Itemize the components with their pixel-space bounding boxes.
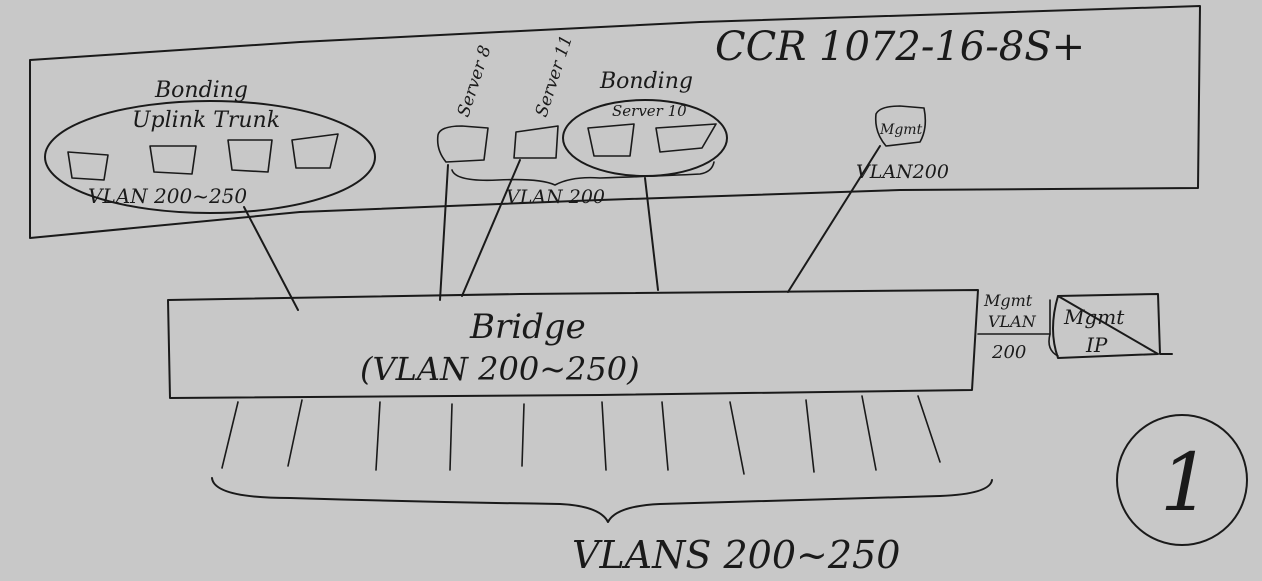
uplink-port-1: [67, 151, 109, 181]
mgmt-ip-box: Mgmt IP: [1052, 293, 1173, 359]
mgmt-vlan-label: VLAN200: [856, 161, 949, 183]
bonding-server-label: Bonding: [599, 69, 693, 94]
mgmt-vlan-iface-line1: Mgmt: [983, 291, 1033, 310]
mgmt-vlan-interface: Mgmt VLAN 200: [977, 291, 1059, 363]
bonding-uplink-label: Bonding: [154, 78, 248, 103]
server-10-port-1: [587, 123, 635, 157]
router-chassis: CCR 1072-16-8S+: [29, 5, 1201, 239]
mgmt-port-label: Mgmt: [879, 122, 923, 138]
mgmt-vlan-iface-line3: 200: [991, 342, 1026, 363]
mgmt-vlan-iface-line2: VLAN: [988, 312, 1037, 331]
page-number: 1: [1160, 436, 1211, 529]
page-number-badge: 1: [1116, 414, 1248, 546]
uplink-port-3: [227, 139, 273, 173]
uplink-port-4: [291, 133, 339, 169]
server-10-port-2: [655, 123, 717, 153]
bonding-uplink-group: Bonding Uplink Trunk VLAN 200~250: [44, 78, 376, 214]
server-11-label: Server 11: [532, 33, 577, 120]
vlan-spokes: [221, 395, 941, 475]
servers-vlan-label: VLAN 200: [506, 186, 605, 208]
bonding-server-10-group: Bonding Server 10: [562, 69, 728, 177]
vlans-brace: [211, 477, 993, 523]
server-11-port: Server 11: [513, 33, 577, 159]
uplink-vlan-label: VLAN 200~250: [88, 184, 247, 208]
bridge-connections: [243, 145, 881, 311]
mgmt-ip-line1: Mgmt: [1063, 305, 1125, 329]
servers-brace: [451, 161, 715, 186]
uplink-port-2: [149, 145, 197, 175]
server-10-label: Server 10: [612, 102, 687, 120]
server-8-label: Server 8: [454, 43, 496, 120]
bridge-box: Bridge (VLAN 200~250): [167, 289, 979, 399]
bridge-label: Bridge: [469, 307, 586, 347]
mgmt-port: Mgmt VLAN200: [856, 105, 949, 183]
mgmt-ip-line2: IP: [1085, 333, 1108, 357]
bridge-vlan-label: (VLAN 200~250): [360, 350, 640, 388]
server-8-port: Server 8: [436, 43, 496, 163]
router-model-label: CCR 1072-16-8S+: [715, 24, 1085, 70]
vlans-bottom-label: VLANS 200~250: [572, 533, 900, 577]
uplink-trunk-label: Uplink Trunk: [132, 108, 280, 133]
